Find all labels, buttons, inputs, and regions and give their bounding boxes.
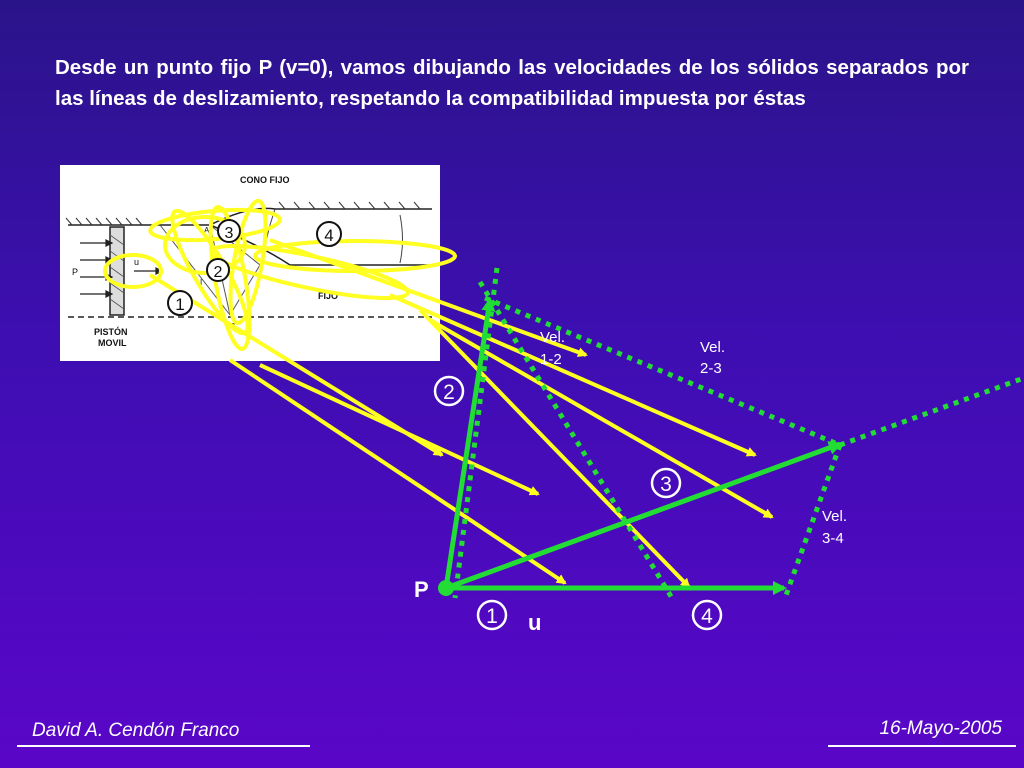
ellipse-region-1 [103,253,163,289]
fig-piston-label-1: PISTÓN [94,326,128,337]
vel-23-label-a: Vel. [700,339,725,356]
dotted-line-vel34 [782,444,843,599]
footer-date: 16-Mayo-2005 [879,718,1002,739]
footer-rule-left [17,745,310,747]
fig-cono-fijo-label: CONO FIJO [240,175,290,185]
vel-34-label-b: 3-4 [822,530,844,547]
fig-region-2: 2 [214,264,223,281]
node-2-label: 2 [443,381,455,404]
yellow-arrow-3b [429,318,774,519]
hodograph-node-markers: 2 3 1 4 [433,375,723,631]
ellipse-region-3 [163,215,247,275]
footer-author: David A. Cendón Franco [32,720,240,741]
u-label: u [528,610,541,635]
dotted-lines [452,267,1024,600]
fig-fijo-label: FIJO [318,291,338,301]
vector-3 [445,441,843,591]
fig-region-4: 4 [324,226,333,245]
dotted-line-vel23 [484,295,841,448]
point-p-dot [438,580,454,596]
fig-p-label: P [72,267,78,277]
yellow-arrow-3 [228,358,567,585]
fig-region-3: 3 [225,225,234,242]
yellow-arrow-4 [418,308,691,589]
vel-12-label-b: 1-2 [540,351,562,368]
dotted-line-right [839,375,1024,448]
vector-2 [443,297,496,589]
vel-34-label-a: Vel. [822,508,847,525]
dotted-line-a [477,280,675,600]
node-4-label: 4 [701,605,713,628]
vel-12-label-a: Vel. [540,329,565,346]
fig-u-label: u [134,257,139,267]
slide-title: Desde un punto fijo P (v=0), vamos dibuj… [55,56,969,110]
highlight-ellipses [103,198,457,351]
yellow-arrows [148,238,774,589]
fig-i-label: I [200,278,202,287]
yellow-arrow-vel12 [269,238,588,357]
fig-region-1: 1 [175,295,184,314]
figure-region-markers: 1 2 3 4 [167,219,342,316]
node-1-label: 1 [486,605,498,628]
dotted-line-b [452,267,500,599]
yellow-arrow-vel23 [389,293,757,457]
vel-23-label-b: 2-3 [700,360,722,377]
fig-piston-label-2: MOVIL [98,338,127,348]
point-p-label: P [414,577,429,602]
footer-rule-right [828,745,1016,747]
hodograph-vectors [443,297,843,595]
yellow-arrow-2 [259,363,540,496]
ellipse-line-steep-c [228,198,268,326]
node-3-label: 3 [660,473,672,496]
fig-a-label: A [204,226,210,235]
